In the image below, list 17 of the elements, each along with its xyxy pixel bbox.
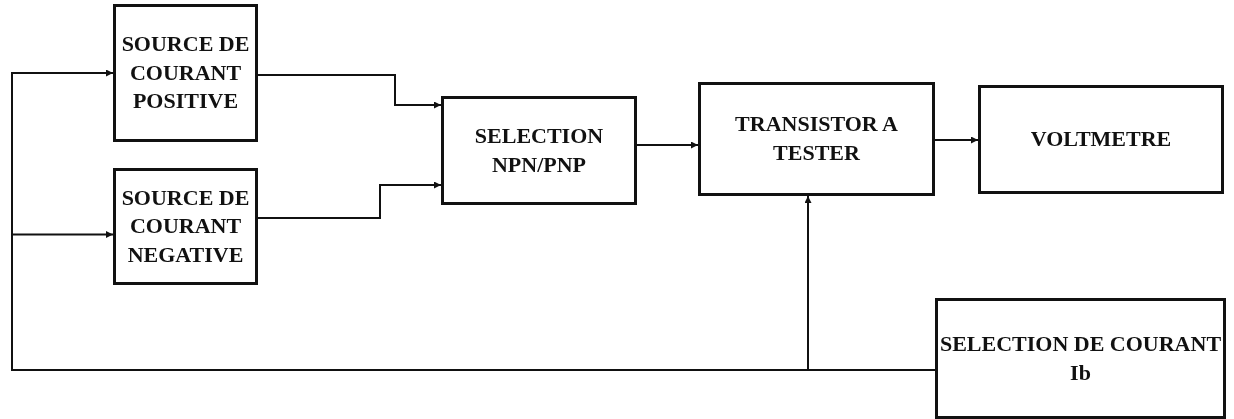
block-label: SOURCE DE COURANT POSITIVE [120,30,251,116]
arrow [934,136,979,144]
block-box [113,168,258,285]
block-label: SOURCE DE COURANT NEGATIVE [120,183,251,269]
block-box [698,82,935,196]
block-label: TRANSISTOR A TESTER [734,110,899,167]
arrow [257,74,442,109]
block-label: SELECTION DE COURANT Ib [938,329,1223,387]
arrow [804,195,936,371]
arrow [636,141,699,149]
block-box [113,4,258,142]
arrow [257,181,442,219]
block-label: SELECTION NPN/PNP [473,121,605,179]
block-box [935,298,1226,419]
block-label: VOLTMETRE [1030,125,1172,154]
block-box [978,85,1224,194]
block-box [441,96,637,205]
